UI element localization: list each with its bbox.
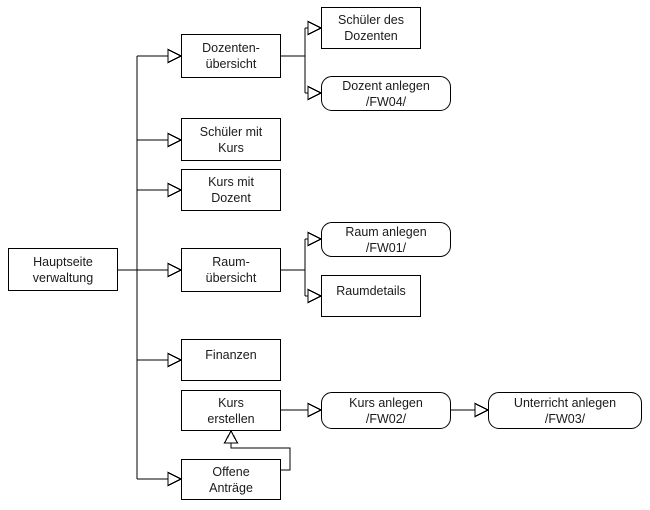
arrowhead-offene-antraege: [167, 471, 183, 487]
arrowhead-schueler-des-dozenten: [307, 20, 323, 36]
arrowhead-kurs-anlegen-fw02: [307, 402, 323, 418]
node-label: Raum- übersicht: [205, 255, 257, 285]
node-label: Kurs anlegen /FW02/: [349, 395, 423, 426]
arrowhead-dozenten-uebersicht: [167, 48, 183, 64]
edge-offene-antraege-to-kurs-erstellen: [230, 443, 291, 471]
node-label: Schüler des Dozenten: [337, 13, 404, 43]
node-label: Schüler mit Kurs: [199, 124, 263, 155]
node-label: Dozenten- übersicht: [202, 41, 260, 71]
node-label: Hauptseite verwaltung: [32, 254, 94, 285]
node-raum-anlegen-fw01[interactable]: Raum anlegen /FW01/: [321, 222, 451, 257]
node-label: Raum anlegen /FW01/: [345, 224, 427, 255]
node-dozenten-uebersicht[interactable]: Dozenten- übersicht: [181, 34, 281, 78]
node-label: Kurs erstellen: [207, 395, 255, 426]
node-kurs-mit-dozent[interactable]: Kurs mit Dozent: [181, 169, 281, 211]
arrowhead-finanzen: [167, 352, 183, 368]
arrowhead-unterricht-anlegen-fw03: [474, 402, 490, 418]
arrowhead-dozent-anlegen-fw04: [307, 85, 323, 101]
node-label: Offene Anträge: [209, 464, 253, 495]
arrowhead-schueler-mit-kurs: [167, 132, 183, 148]
node-kurs-anlegen-fw02[interactable]: Kurs anlegen /FW02/: [321, 392, 451, 429]
arrowhead-kurs-mit-dozent: [167, 182, 183, 198]
arrowhead-raum-uebersicht: [167, 262, 183, 278]
node-raum-uebersicht[interactable]: Raum- übersicht: [181, 248, 281, 292]
node-raumdetails[interactable]: Raumdetails: [321, 275, 421, 317]
node-label: Raumdetails: [336, 284, 406, 298]
node-dozent-anlegen-fw04[interactable]: Dozent anlegen /FW04/: [321, 76, 451, 111]
node-finanzen[interactable]: Finanzen: [181, 339, 281, 381]
node-schueler-mit-kurs[interactable]: Schüler mit Kurs: [181, 118, 281, 161]
node-label: Unterricht anlegen /FW03/: [513, 395, 617, 426]
node-unterricht-anlegen-fw03[interactable]: Unterricht anlegen /FW03/: [488, 392, 642, 429]
arrowhead-raumdetails: [307, 288, 323, 304]
node-label: Dozent anlegen /FW04/: [342, 78, 430, 109]
arrowhead-raum-anlegen-fw01: [307, 231, 323, 247]
node-label: Finanzen: [205, 348, 257, 362]
arrowhead-kurs-erstellen-generalization: [223, 429, 239, 444]
node-kurs-erstellen[interactable]: Kurs erstellen: [181, 390, 281, 431]
arrowheads: [167, 20, 490, 487]
node-schueler-des-dozenten[interactable]: Schüler des Dozenten: [321, 7, 421, 49]
node-label: Kurs mit Dozent: [208, 175, 254, 205]
node-hauptseite-verwaltung[interactable]: Hauptseite verwaltung: [8, 248, 118, 291]
node-offene-antraege[interactable]: Offene Anträge: [181, 459, 281, 500]
